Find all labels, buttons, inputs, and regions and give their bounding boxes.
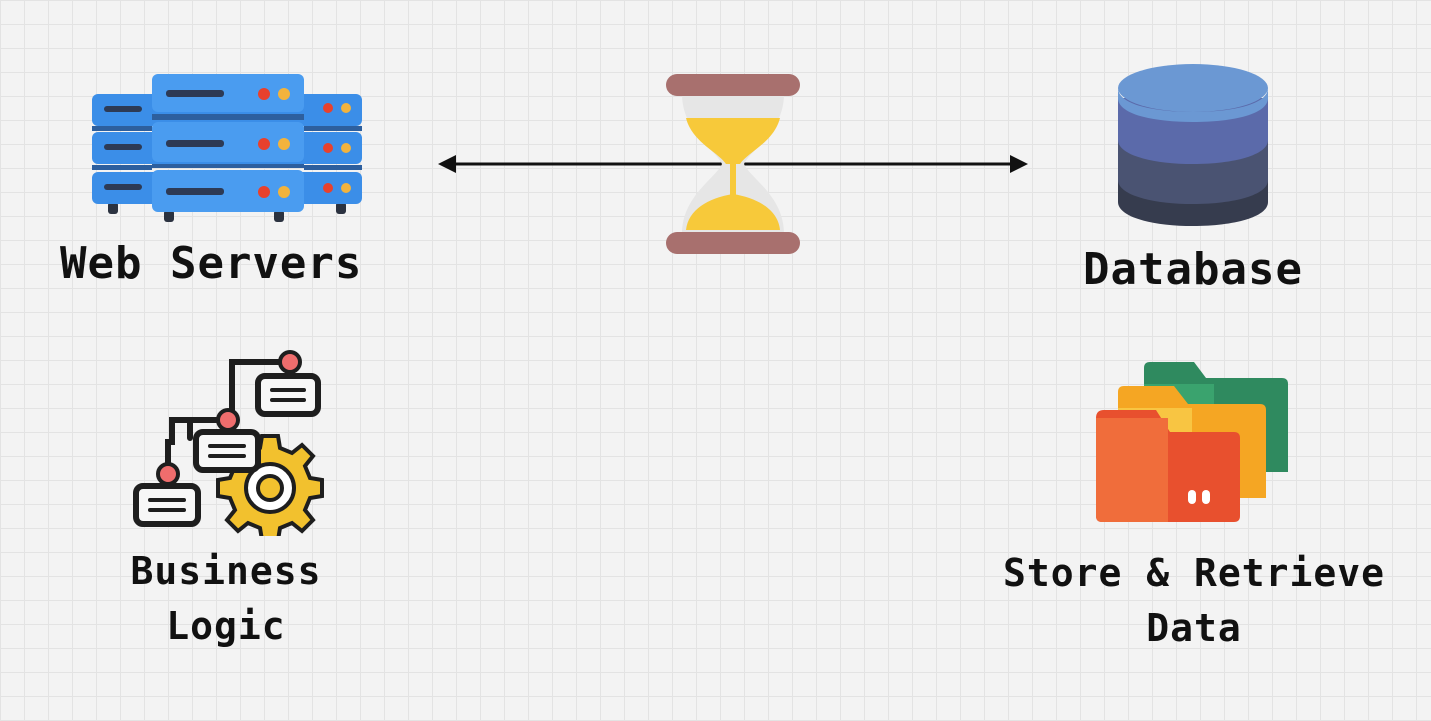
business-logic-label: Business Logic	[96, 544, 356, 654]
server-rack-icon	[92, 74, 364, 224]
folders-icon	[1094, 360, 1292, 524]
store-retrieve-label-line2: Data	[1146, 606, 1242, 650]
business-logic-label-line2: Logic	[166, 604, 286, 648]
hourglass-icon	[664, 72, 802, 256]
store-retrieve-label-line1: Store & Retrieve	[1002, 551, 1386, 595]
database-label: Database	[1083, 244, 1303, 295]
business-logic-label-line1: Business	[130, 549, 322, 593]
flowchart-gear-icon	[132, 350, 324, 536]
store-retrieve-label: Store & Retrieve Data	[986, 546, 1402, 656]
web-servers-label: Web Servers	[60, 238, 363, 289]
database-icon	[1116, 62, 1270, 228]
